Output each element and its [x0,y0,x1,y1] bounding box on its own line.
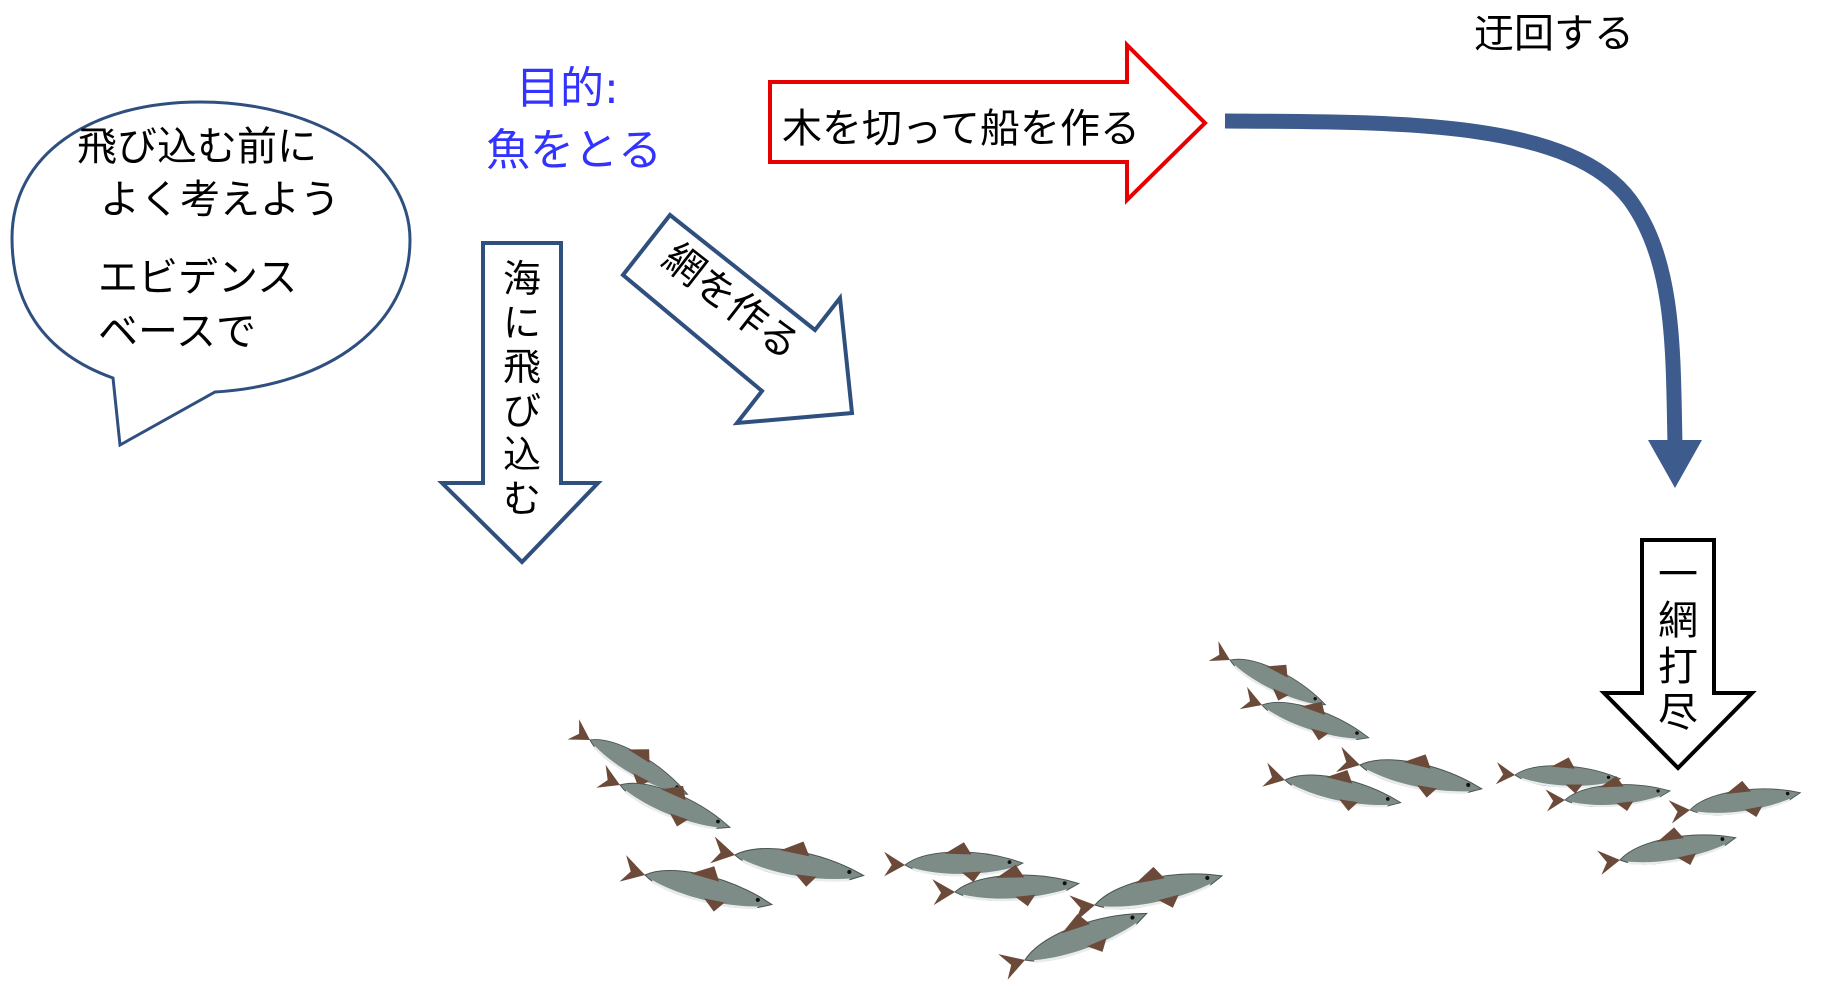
jump-char-5: 込 [503,433,541,477]
jump-char-1: 海 [503,257,541,301]
detour-arrow [1224,113,1702,488]
goal-line-2: 魚をとる [486,125,662,176]
jump-into-sea-arrow: 海 に 飛 び 込 む [437,241,603,565]
jump-char-3: 飛 [503,345,541,389]
goal-line-1: 目的: [516,63,619,114]
fish-icon [593,755,739,846]
build-boat-label: 木を切って船を作る [782,106,1140,152]
bubble-line-1: 飛び込む前に [77,124,317,170]
speech-bubble: 飛び込む前に よく考えよう エビデンス ベースで [10,100,412,448]
detour-label: 迂回する [1474,11,1634,57]
catch-char-2: 網 [1658,598,1698,644]
fish-icon [1594,816,1740,881]
bubble-line-2: よく考えよう [100,177,340,223]
catch-char-3: 打 [1658,644,1698,690]
catch-all-arrow: 一 網 打 尽 [1599,538,1757,771]
jump-char-4: び [503,389,541,433]
bubble-line-4: ベースで [98,309,256,355]
fish-school [564,633,1804,982]
make-net-arrow: 網を作る [620,212,855,426]
catch-char-1: 一 [1658,552,1698,598]
jump-char-2: に [503,301,541,345]
catch-char-4: 尽 [1658,690,1698,736]
fish-icon [1066,852,1227,929]
goal-label: 目的: 魚をとる [486,63,662,176]
detour-arrowhead [1648,440,1702,488]
build-boat-arrow: 木を切って船を作る [768,40,1208,205]
jump-char-6: む [503,477,541,521]
fish-icon [1666,772,1804,830]
bubble-line-3: エビデンス [98,255,297,301]
